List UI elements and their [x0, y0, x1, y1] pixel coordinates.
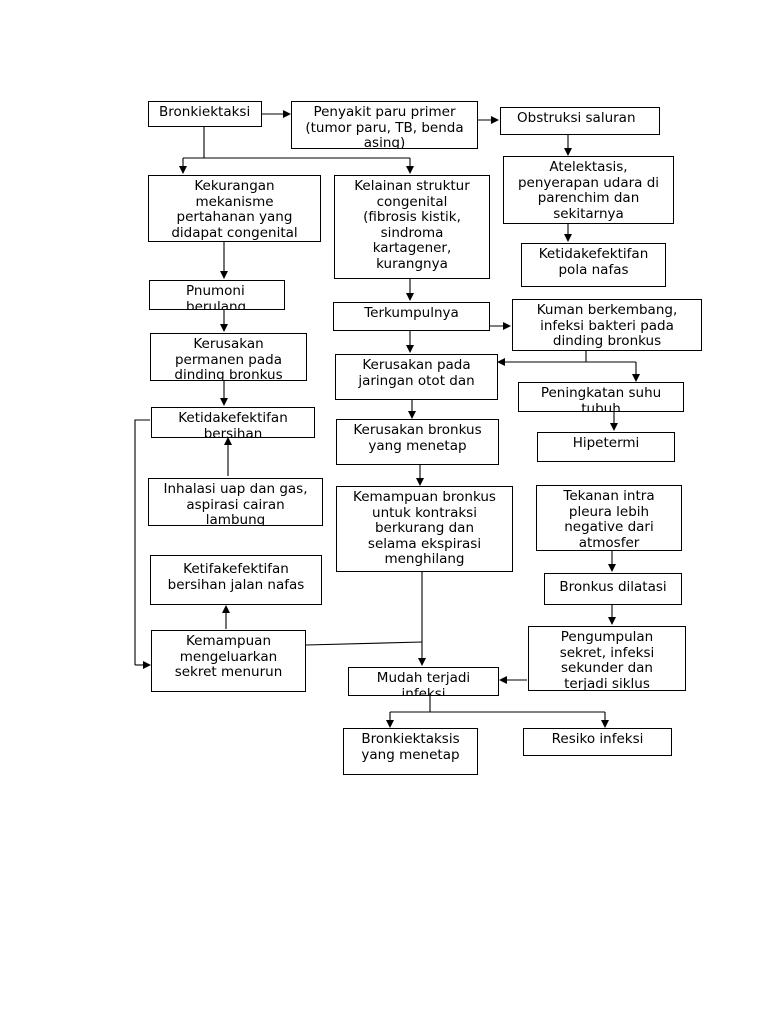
- node-resiko-infeksi: Resiko infeksi: [523, 728, 672, 756]
- node-bronkiektaksi: Bronkiektaksi: [148, 101, 262, 127]
- node-pengumpulan-sekret: Pengumpulan sekret, infeksi sekunder dan…: [528, 626, 686, 691]
- node-kekurangan-mekanisme: Kekurangan mekanisme pertahanan yang did…: [148, 175, 321, 242]
- node-atelektasis: Atelektasis, penyerapan udara di parench…: [503, 156, 674, 224]
- node-kemampuan-bronkus: Kemampuan bronkus untuk kontraksi berkur…: [336, 486, 513, 572]
- node-obstruksi-saluran: Obstruksi saluran: [500, 107, 660, 135]
- node-bronkus-dilatasi: Bronkus dilatasi: [544, 573, 682, 605]
- node-ketidakefektifan-pola-nafas: Ketidakefektifan pola nafas: [521, 243, 666, 287]
- node-tekanan-intra-pleura: Tekanan intra pleura lebih negative dari…: [536, 485, 682, 551]
- edge-kemampuan-to-mudah-line: [305, 641, 423, 646]
- node-peningkatan-suhu: Peningkatan suhu tubuh: [518, 382, 684, 412]
- node-kuman-berkembang: Kuman berkembang, infeksi bakteri pada d…: [512, 299, 702, 351]
- node-ketifakefektifan-bersihan-jalan-nafas: Ketifakefektifan bersihan jalan nafas: [150, 555, 322, 605]
- edge-bronkiektaksi-split: [183, 126, 205, 159]
- node-penyakit-paru-primer: Penyakit paru primer (tumor paru, TB, be…: [291, 101, 478, 149]
- node-kemampuan-mengeluarkan: Kemampuan mengeluarkan sekret menurun: [151, 630, 306, 692]
- node-kerusakan-jaringan: Kerusakan pada jaringan otot dan: [335, 354, 498, 400]
- node-kerusakan-bronkus-menetap: Kerusakan bronkus yang menetap: [336, 419, 499, 465]
- node-hipetermi: Hipetermi: [537, 432, 675, 462]
- node-terkumpulnya: Terkumpulnya: [333, 302, 490, 331]
- node-bronkiektaksis-menetap: Bronkiektaksis yang menetap: [343, 728, 478, 775]
- node-kelainan-struktur: Kelainan struktur congenital (fibrosis k…: [334, 175, 490, 279]
- node-inhalasi: Inhalasi uap dan gas, aspirasi cairan la…: [148, 478, 323, 526]
- node-mudah-terjadi-infeksi: Mudah terjadi infeksi: [348, 667, 499, 696]
- node-ketidakefektifan-bersihan: Ketidakefektifan bersihan: [151, 407, 315, 438]
- edge-ketidakefektifan-loop: [134, 419, 150, 665]
- node-pnumoni: Pnumoni berulang: [149, 280, 285, 310]
- node-kerusakan-permanen: Kerusakan permanen pada dinding bronkus: [150, 333, 307, 381]
